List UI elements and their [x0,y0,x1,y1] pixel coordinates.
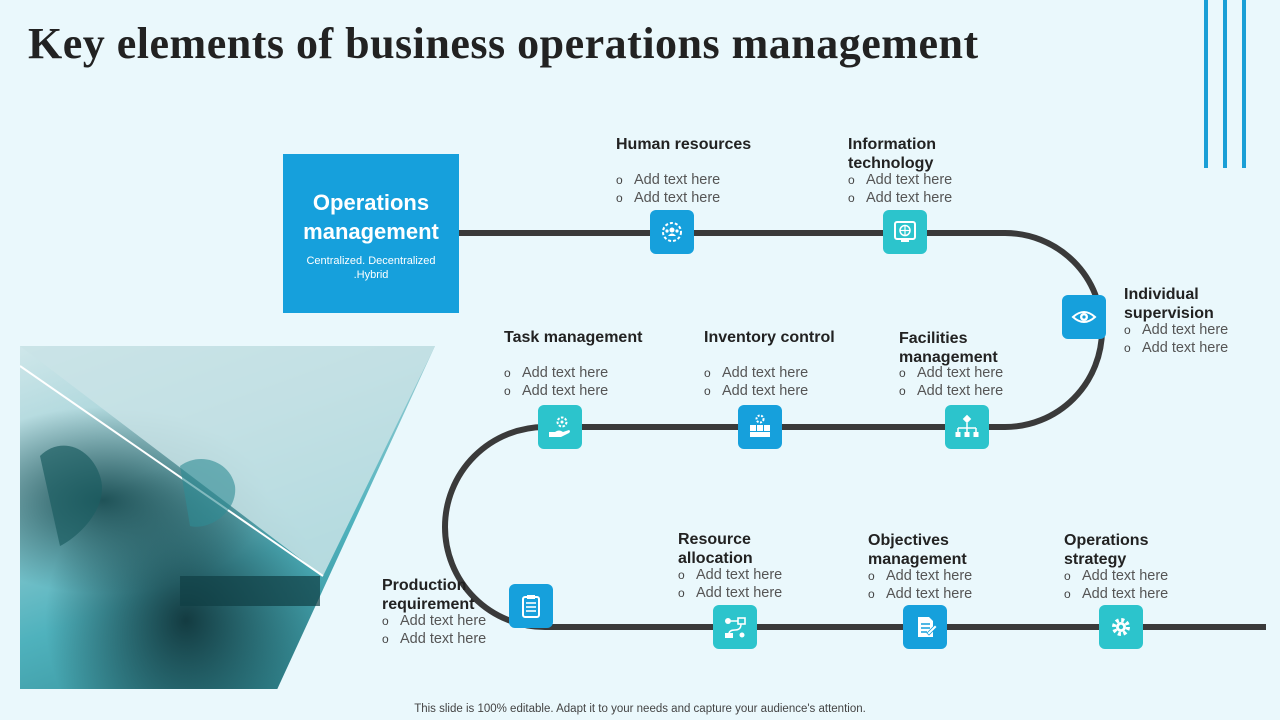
clipboard-icon [522,595,540,618]
bullet-item: Add text here [1064,567,1168,585]
facilities-management-label: Facilities management [899,330,998,366]
bullet-item: Add text here [848,171,952,189]
human-resources-label: Human resources [616,136,752,153]
facilities-management-bullets: Add text here Add text here [899,364,1003,400]
inventory-control-bullets: Add text here Add text here [704,364,808,400]
operations-management-box: Operations management Centralized. Decen… [283,154,459,313]
objectives-management-node [903,605,947,649]
bullet-item: Add text here [678,566,782,584]
resource-allocation-node [713,605,757,649]
bullet-item: Add text here [704,364,808,382]
slide-title: Key elements of business operations mana… [28,19,979,68]
bullet-item: Add text here [382,612,486,630]
bullet-item: Add text here [504,382,608,400]
boxes-icon [750,414,770,437]
information-technology-label: Information technology [848,136,936,172]
objectives-management-label: Objectives management [868,532,967,568]
facilities-management-node [945,405,989,449]
hand-gear-icon [549,416,570,437]
bullet-item: Add text here [504,364,608,382]
flow-icon [725,617,746,638]
gear-icon [1112,618,1130,636]
bullet-item: Add text here [678,584,782,602]
bullet-item: Add text here [1064,585,1168,603]
bullet-item: Add text here [616,171,720,189]
information-technology-bullets: Add text here Add text here [848,171,952,207]
inventory-control-node [738,405,782,449]
resource-allocation-bullets: Add text here Add text here [678,566,782,602]
operations-strategy-label: Operations strategy [1064,532,1149,568]
task-management-label: Task management [504,329,643,346]
hierarchy-icon [955,414,979,437]
production-requirement-node [509,584,553,628]
document-icon [918,617,938,637]
decorative-line [1223,0,1227,168]
bullet-item: Add text here [1124,321,1228,339]
information-technology-node [883,210,927,254]
operations-strategy-node [1099,605,1143,649]
decorative-line [1204,0,1208,168]
individual-supervision-label: Individual supervision [1124,286,1214,322]
eye-icon [1071,311,1097,323]
task-management-bullets: Add text here Add text here [504,364,608,400]
center-subtitle: Centralized. Decentralized .Hybrid [306,255,436,281]
individual-supervision-node [1062,295,1106,339]
bullet-item: Add text here [704,382,808,400]
decorative-line [1242,0,1246,168]
bullet-item: Add text here [899,364,1003,382]
task-management-node [538,405,582,449]
footer-note: This slide is 100% editable. Adapt it to… [414,703,866,715]
human-resources-bullets: Add text here Add text here [616,171,720,207]
operations-strategy-bullets: Add text here Add text here [1064,567,1168,603]
bullet-item: Add text here [1124,339,1228,357]
production-requirement-label: Production requirement [382,577,475,613]
production-requirement-bullets: Add text here Add text here [382,612,486,648]
bullet-item: Add text here [899,382,1003,400]
inventory-control-label: Inventory control [704,329,835,346]
center-title: Operations management [303,190,439,244]
bullet-item: Add text here [868,585,972,603]
bullet-item: Add text here [616,189,720,207]
resource-allocation-label: Resource allocation [678,531,753,567]
photo-overlay [20,346,435,606]
human-resources-node [650,210,694,254]
bullet-item: Add text here [868,567,972,585]
objectives-management-bullets: Add text here Add text here [868,567,972,603]
globe-monitor-icon [894,221,916,242]
bullet-item: Add text here [382,630,486,648]
individual-supervision-bullets: Add text here Add text here [1124,321,1228,357]
bullet-item: Add text here [848,189,952,207]
people-gear-icon [662,222,682,242]
